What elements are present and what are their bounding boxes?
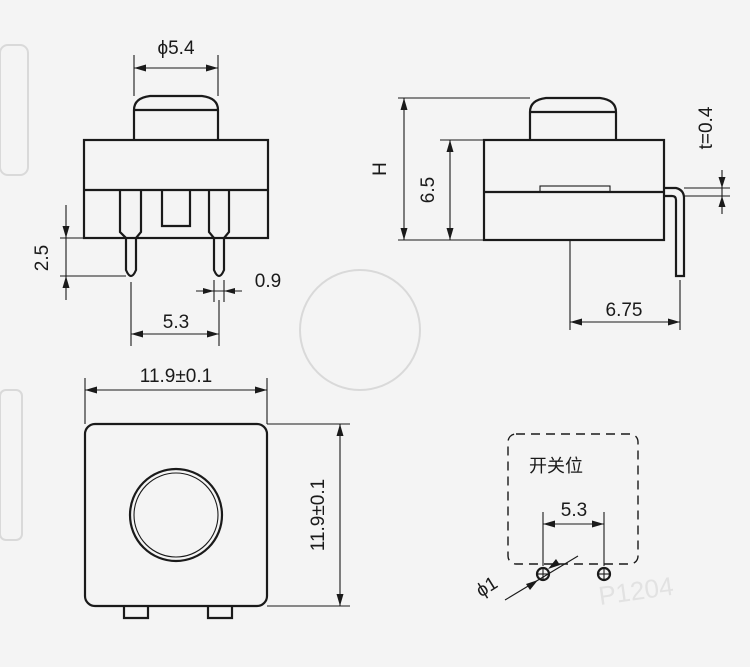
- hole-diameter-label: ϕ1: [473, 573, 502, 602]
- phi-5-4-label: ϕ5.4: [157, 38, 194, 59]
- hole-pattern-title: 开关位: [529, 456, 583, 477]
- height-label: 11.9±0.1: [308, 479, 329, 551]
- front-view: ϕ5.4 2.5 0.9 5.3: [32, 38, 281, 346]
- top-view: 11.9±0.1 11.9±0.1: [83, 366, 350, 620]
- thickness-label: t=0.4: [696, 106, 717, 149]
- offset-label: 6.75: [606, 300, 643, 321]
- h-label: H: [370, 162, 391, 176]
- hole-pattern: 开关位 5.3 ϕ1: [473, 433, 639, 602]
- side-view: H 6.5 t=0.4 6.75: [370, 96, 730, 330]
- pin-width-label: 0.9: [255, 271, 281, 292]
- pin-length-label: 2.5: [32, 245, 53, 271]
- background-bleed: P1204: [0, 44, 675, 611]
- body-height-label: 6.5: [418, 177, 439, 203]
- width-label: 11.9±0.1: [140, 366, 212, 387]
- hole-pitch-label: 5.3: [561, 500, 587, 521]
- pin-pitch-label: 5.3: [163, 312, 189, 333]
